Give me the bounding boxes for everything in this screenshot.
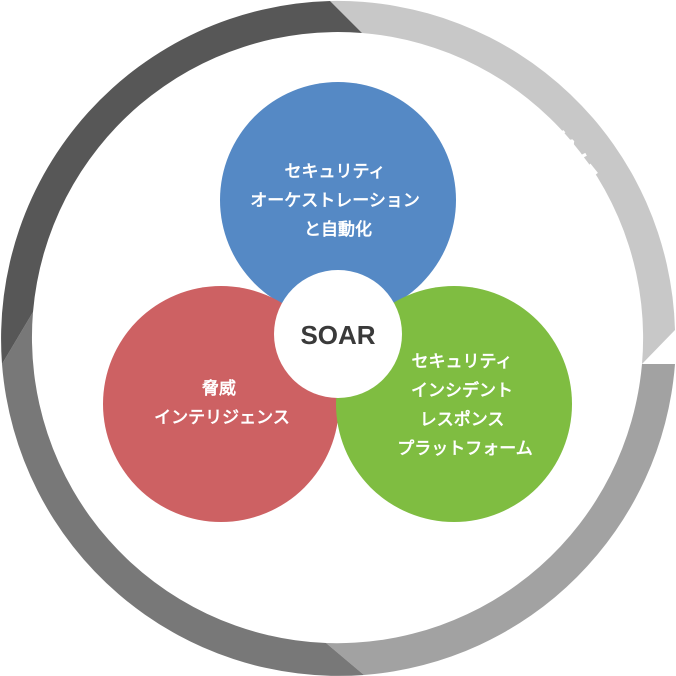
ring-segment-triage (326, 364, 675, 675)
label-threat-intel: 脅威 インテリジェンス (154, 378, 290, 428)
ring-segment-prioritize (1, 1, 363, 364)
ring-segment-respond (2, 312, 364, 676)
label-orchestration: セキュリティ オーケストレーション と自動化 (250, 162, 426, 240)
center-circle (274, 270, 402, 398)
ring-segment-detect (330, 0, 675, 364)
label-incident-response: セキュリティ インシデント レスポンス プラットフォーム (397, 352, 533, 459)
center-label: SOAR (300, 320, 375, 350)
circle-orchestration (220, 82, 456, 318)
